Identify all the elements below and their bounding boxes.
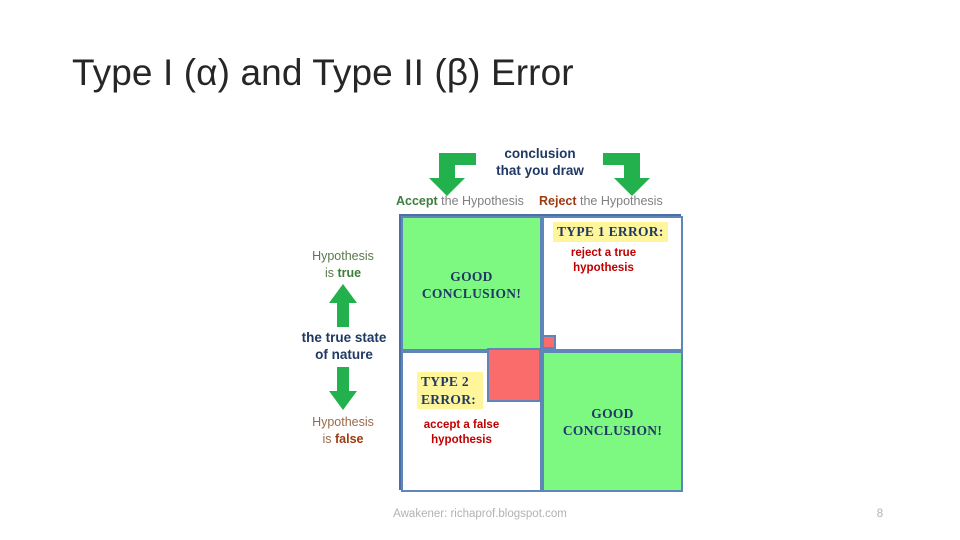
arrow-true-state-up-icon — [329, 284, 357, 327]
column-header-reject-emphasis: Reject — [539, 194, 577, 208]
type2-desc-line2: hypothesis — [431, 433, 492, 446]
matrix-cell-bottom-right: GOOD CONCLUSION! — [542, 351, 683, 492]
type1-desc-line1: reject a true — [570, 247, 637, 259]
type1-callout-description: reject a true hypothesis — [551, 246, 656, 276]
matrix-cell-top-left: GOOD CONCLUSION! — [401, 216, 542, 351]
matrix-cell-top-left-line2: CONCLUSION! — [421, 286, 522, 302]
column-header-accept: Accept the Hypothesis — [396, 194, 524, 208]
type2-desc-line1: accept a false — [423, 419, 500, 431]
type2-error-marker — [487, 348, 541, 402]
type2-callout-title: TYPE 2 ERROR: — [417, 372, 483, 410]
footer-credit: Awakener: richaprof.blogspot.com — [393, 508, 567, 520]
arrow-conclusion-left-icon — [429, 153, 476, 196]
matrix-cell-bottom-right-line2: CONCLUSION! — [562, 423, 663, 439]
matrix-cell-top-left-label: GOOD CONCLUSION! — [403, 268, 540, 303]
row-header-false-line1: Hypothesis — [312, 415, 374, 429]
row-header-hypothesis-true: Hypothesis is true — [288, 248, 398, 281]
type2-title-line2: ERROR: — [421, 391, 477, 407]
column-header-accept-emphasis: Accept — [396, 194, 438, 208]
arrow-true-state-down-icon — [329, 367, 357, 410]
row-header-false-prefix: is — [322, 431, 335, 446]
row-header-hypothesis-false: Hypothesis is false — [288, 414, 398, 447]
row-header-false-emphasis: false — [335, 431, 364, 446]
row-header-true-prefix: is — [324, 265, 338, 280]
row-header-true-emphasis: true — [337, 265, 362, 280]
matrix-cell-top-left-line1: GOOD — [450, 269, 493, 284]
matrix-cell-bottom-right-line1: GOOD — [591, 406, 634, 421]
column-axis-caption-line2: that you draw — [496, 162, 584, 178]
page-number: 8 — [876, 508, 884, 520]
type1-desc-line2: hypothesis — [573, 261, 634, 274]
type2-title-line1: TYPE 2 — [421, 374, 469, 389]
column-header-reject-rest: the Hypothesis — [576, 194, 663, 208]
column-axis-caption: conclusion that you draw — [481, 146, 599, 180]
arrow-conclusion-right-icon — [603, 153, 650, 196]
type2-callout-description: accept a false hypothesis — [409, 418, 514, 448]
row-header-true-line1: Hypothesis — [312, 249, 374, 263]
column-header-reject: Reject the Hypothesis — [539, 194, 663, 208]
type1-callout-title: TYPE 1 ERROR: — [553, 222, 668, 242]
row-axis-caption-line2: of nature — [315, 346, 373, 362]
column-header-accept-rest: the Hypothesis — [437, 194, 524, 208]
row-axis-caption: the true state of nature — [283, 330, 405, 364]
page-title: Type I (α) and Type II (β) Error — [72, 52, 574, 93]
row-axis-caption-line1: the true state — [301, 330, 387, 345]
matrix-cell-bottom-right-label: GOOD CONCLUSION! — [544, 405, 681, 440]
column-axis-caption-line1: conclusion — [504, 146, 576, 161]
type1-error-marker — [542, 335, 556, 349]
